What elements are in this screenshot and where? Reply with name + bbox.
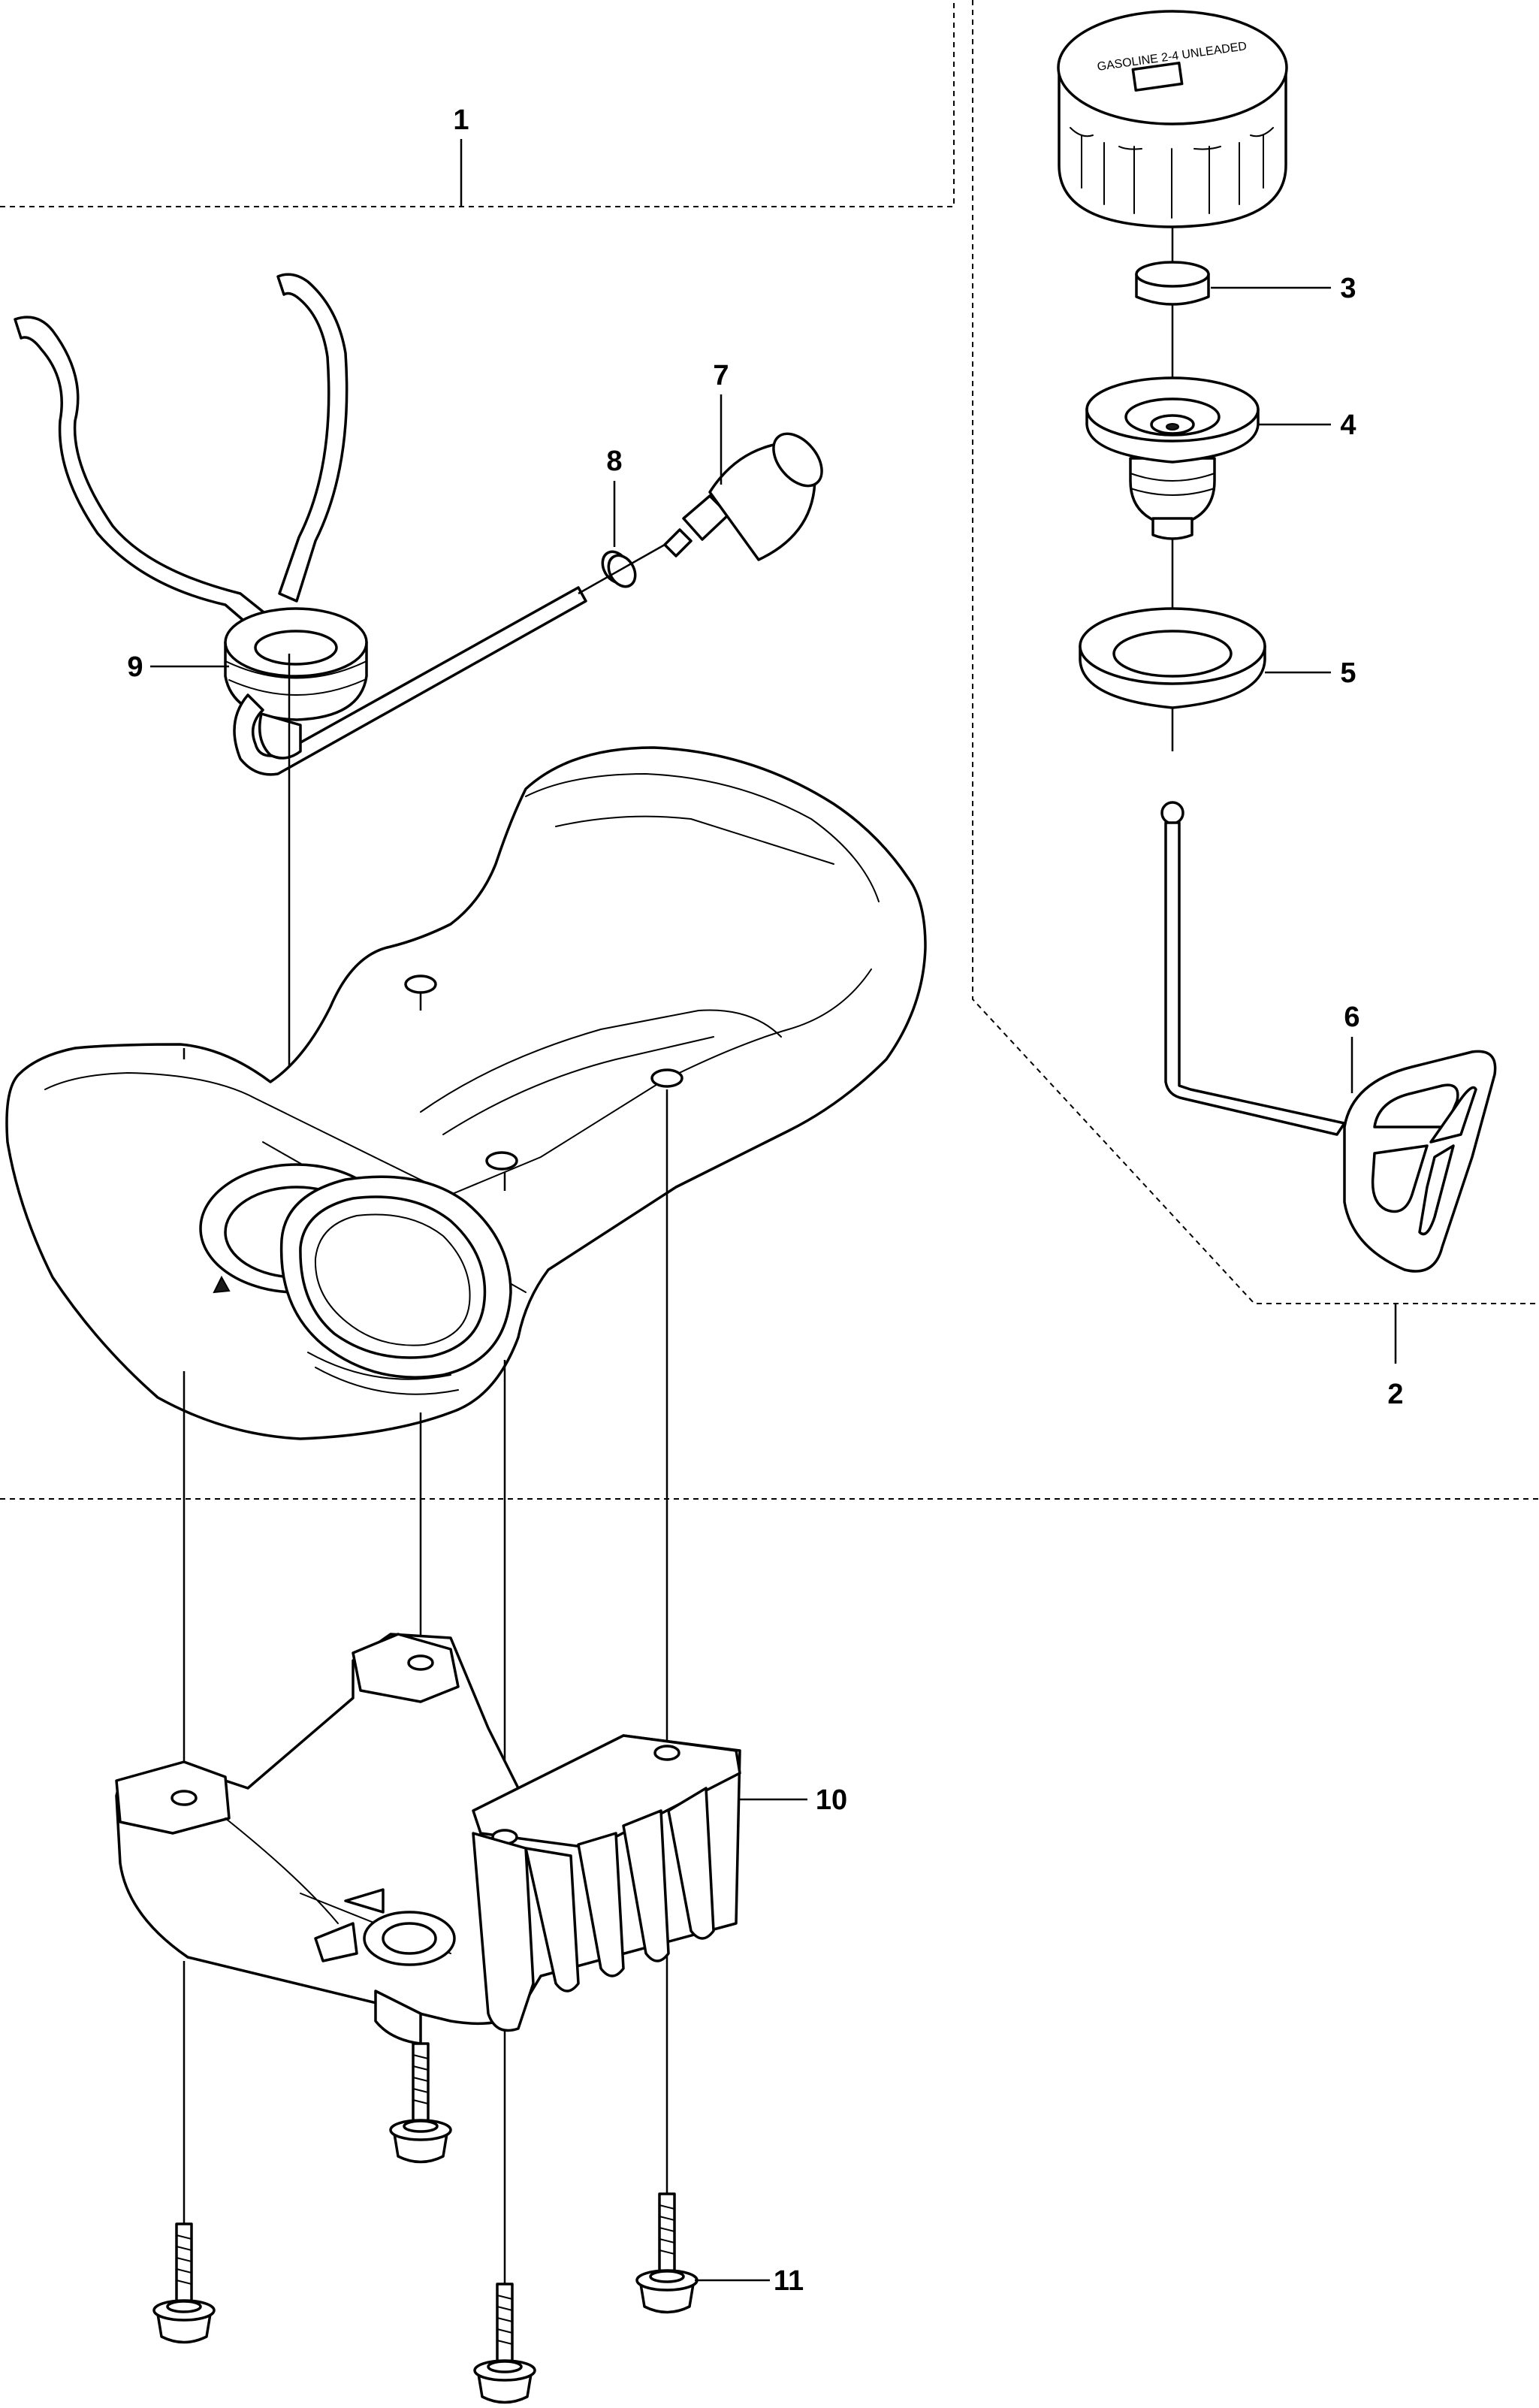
callout-10: 10 [816,1784,847,1816]
neck-gasket-icon [1079,607,1266,709]
bolt-icon [389,2042,452,2164]
tank-bracket-icon [115,1633,741,2045]
callout-6: 6 [1344,1002,1359,1033]
filler-neck-icon [1085,376,1260,540]
hose-clip-icon [601,481,637,588]
cap-insert-icon [1135,261,1210,306]
bolt-icon [473,2283,536,2404]
callout-3: 3 [1340,273,1356,304]
callout-11: 11 [774,2265,804,2297]
callout-9: 9 [127,651,143,683]
bolt-icon [152,2222,216,2344]
callout-2: 2 [1387,1379,1403,1410]
callout-8: 8 [606,446,622,477]
callout-5: 5 [1340,657,1356,689]
bolt-icon [635,2192,699,2314]
fuel-cap-icon: GASOLINE 2-4 UNLEADED [1057,10,1288,228]
group-boundaries [0,0,1539,1500]
dipstick-icon [1160,801,1497,1273]
fuel-tank-icon [5,746,927,1440]
fuel-hoses-grommet-icon [14,273,587,1375]
fuel-filter-icon [578,432,823,595]
callout-labels: 1 2 3 4 5 6 7 8 9 10 11 [127,104,1403,2297]
callout-7: 7 [713,360,729,391]
callout-1: 1 [453,104,469,136]
leader-lines [150,139,1397,2282]
callout-4: 4 [1340,409,1356,441]
